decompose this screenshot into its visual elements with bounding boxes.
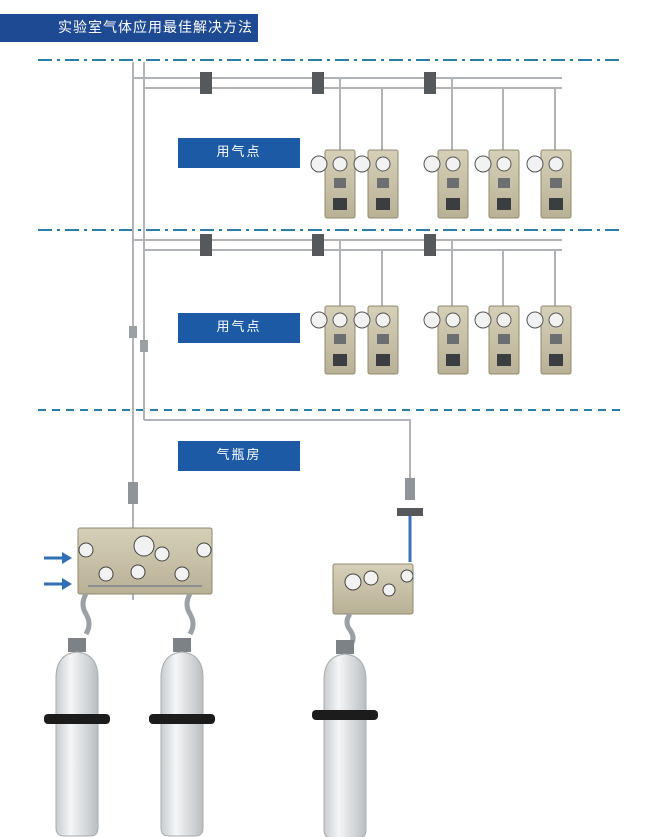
zone-label-middle: 用气点 (178, 313, 300, 343)
upper-header (133, 72, 562, 94)
zone-label-upper: 用气点 (178, 138, 300, 168)
header-valve (200, 72, 212, 94)
gas-cylinder-icon (149, 638, 215, 837)
inline-valve (397, 508, 423, 516)
switchover-manifold-icon (77, 527, 213, 595)
pressure-regulator-panel-icon (423, 149, 469, 219)
pigtail-hose (80, 592, 92, 636)
riser-fitting (140, 340, 148, 352)
pressure-regulator-panel-icon (474, 305, 520, 375)
single-supply-line (144, 419, 411, 500)
zone-label-cylinder-room: 气瓶房 (178, 441, 300, 471)
gas-cylinder-icon (312, 640, 378, 837)
arrow-right-icon (44, 552, 72, 564)
pressure-regulator-panel-icon (310, 149, 356, 219)
header-valve (424, 234, 436, 256)
pigtail-hose (184, 592, 196, 636)
gas-cylinder-icon (44, 638, 110, 837)
arrow-right-icon (44, 578, 72, 590)
pressure-regulator-panel-icon (423, 305, 469, 375)
pressure-regulator-panel-icon (310, 305, 356, 375)
riser-fitting (129, 326, 137, 338)
header-valve (312, 72, 324, 94)
middle-header (133, 234, 562, 256)
gas-point-row-middle (310, 240, 572, 375)
header-valve (200, 234, 212, 256)
pressure-regulator-panel-icon (353, 149, 399, 219)
pressure-regulator-panel-icon (526, 149, 572, 219)
inline-filter (128, 482, 138, 504)
pressure-regulator-panel-icon (526, 305, 572, 375)
gas-point-row-upper (310, 78, 572, 219)
header-valve (312, 234, 324, 256)
pressure-regulator-panel-icon (474, 149, 520, 219)
inline-filter (405, 478, 415, 500)
page-title: 实验室气体应用最佳解决方法 (0, 14, 258, 42)
header-valve (424, 72, 436, 94)
pressure-regulator-panel-icon (353, 305, 399, 375)
single-regulator-panel (332, 563, 414, 615)
